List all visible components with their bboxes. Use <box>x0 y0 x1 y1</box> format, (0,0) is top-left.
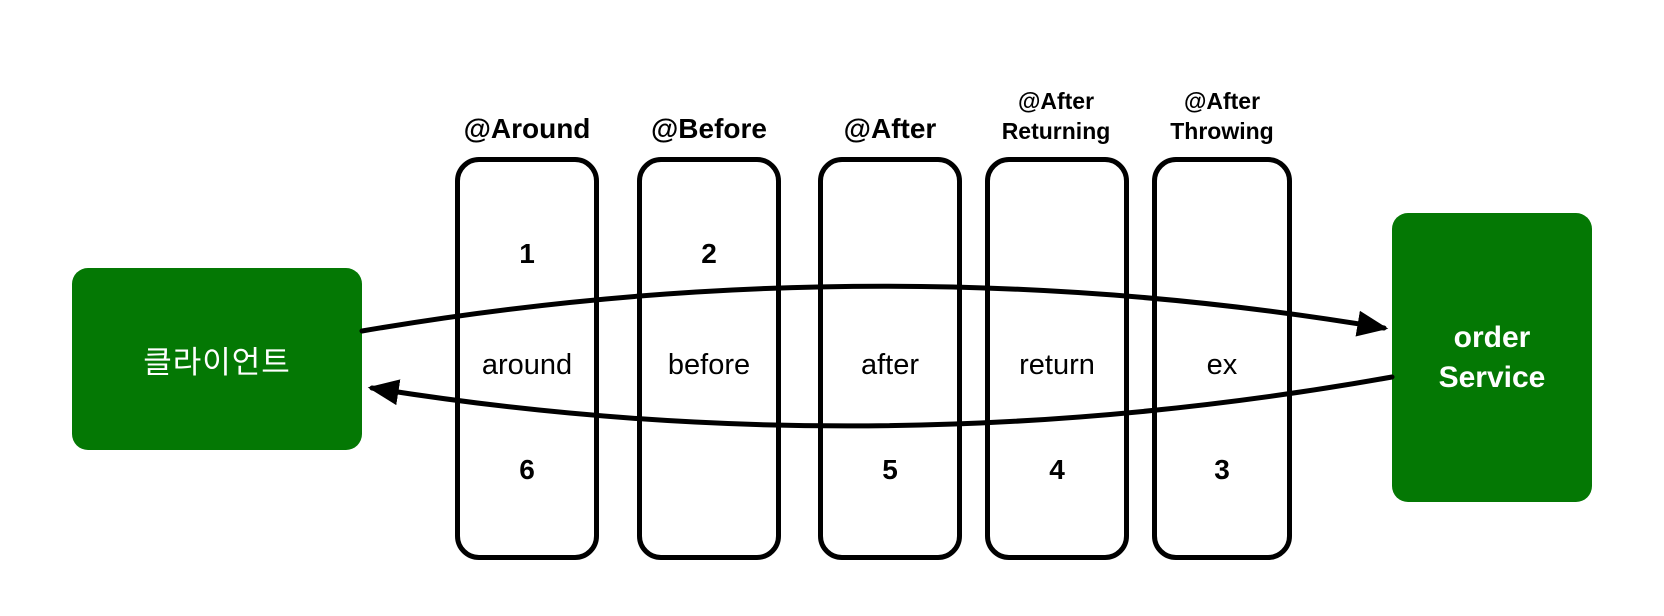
advice-label: around <box>481 349 573 381</box>
advice-label: return <box>1019 349 1095 381</box>
service-label-line2: Service <box>1438 360 1546 394</box>
step-number: 3 <box>1214 454 1230 485</box>
header-line: Returning <box>1001 118 1111 144</box>
header-line: @After <box>843 113 937 144</box>
step-number: 4 <box>1049 454 1065 485</box>
advice-header-after-returning: @After Returning <box>936 86 1176 146</box>
advice-header-after-throwing: @After Throwing <box>1102 86 1342 146</box>
advice-label: after <box>860 349 920 381</box>
step-number <box>1157 234 1287 274</box>
header-line: Throwing <box>1170 118 1274 144</box>
advice-header-after: @After <box>770 112 1010 146</box>
advice-box-around: 1 around 6 <box>455 157 599 560</box>
header-line: @After <box>1183 88 1261 114</box>
client-box: 클라이언트 <box>72 268 362 450</box>
advice-label: before <box>667 349 751 381</box>
advice-box-after: after 5 <box>818 157 962 560</box>
service-label-line1: order <box>1453 320 1531 354</box>
step-number: 6 <box>519 454 535 485</box>
order-service-box: order Service <box>1392 213 1592 502</box>
advice-header-before: @Before <box>589 112 829 146</box>
client-label: 클라이언트 <box>143 344 291 380</box>
step-number: 2 <box>701 238 717 269</box>
advice-header-around: @Around <box>407 112 647 146</box>
advice-box-before: 2 before <box>637 157 781 560</box>
step-number: 5 <box>882 454 898 485</box>
header-line: @Before <box>651 113 767 144</box>
step-number <box>642 450 776 490</box>
step-number <box>990 234 1124 274</box>
header-line: @Around <box>463 113 591 144</box>
advice-box-after-returning: return 4 <box>985 157 1129 560</box>
header-line: @After <box>1017 88 1095 114</box>
advice-box-after-throwing: ex 3 <box>1152 157 1292 560</box>
step-number: 1 <box>519 238 535 269</box>
step-number <box>823 234 957 274</box>
advice-label: ex <box>1206 349 1238 381</box>
